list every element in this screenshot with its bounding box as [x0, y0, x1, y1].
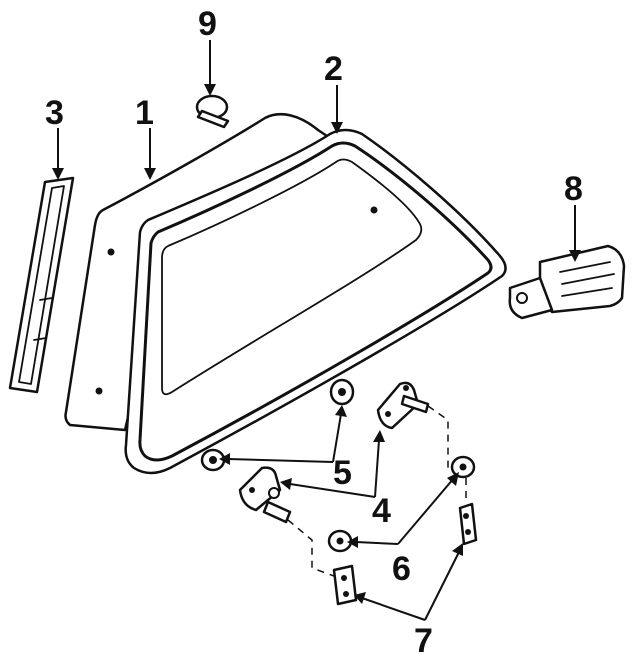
- bracket-left: [332, 564, 358, 606]
- grommet-right: [450, 455, 476, 479]
- callout-4: 4: [372, 492, 391, 530]
- callout-6: 6: [392, 550, 411, 588]
- clip: [195, 94, 230, 129]
- grommet-lower: [200, 448, 226, 472]
- moulding-strip: [8, 176, 75, 394]
- alignment-lines: [287, 405, 467, 577]
- grommet-center: [327, 529, 353, 553]
- callout-5: 5: [333, 454, 352, 492]
- hinge-upper: [376, 381, 430, 430]
- callout-3: 3: [45, 94, 64, 132]
- callout-1: 1: [135, 94, 154, 132]
- frame-glass-assembly: [124, 128, 507, 475]
- latch-assembly: [508, 244, 626, 320]
- leader-lines: [52, 40, 581, 621]
- callout-8: 8: [564, 170, 583, 208]
- callout-7: 7: [414, 622, 433, 660]
- hinge-lower: [238, 466, 292, 524]
- callout-9: 9: [198, 5, 217, 43]
- callout-2: 2: [324, 50, 343, 88]
- grommet-upper: [329, 378, 355, 406]
- bracket-right: [458, 502, 478, 546]
